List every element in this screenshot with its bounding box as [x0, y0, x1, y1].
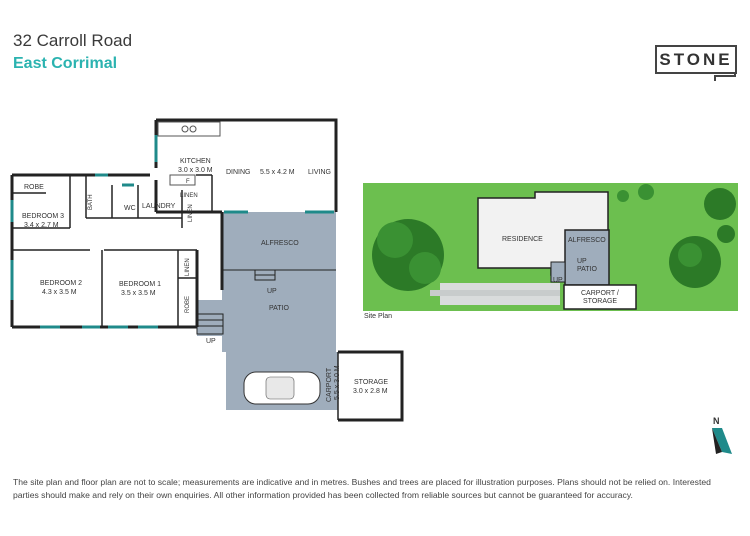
- kitchen-bench: [157, 121, 221, 186]
- storage-walls: [338, 350, 404, 422]
- disclaimer-text: The site plan and floor plan are not to …: [13, 477, 711, 500]
- fridge-label: F: [186, 179, 190, 185]
- bedroom1-label: BEDROOM 1: [119, 281, 161, 288]
- carport-label: CARPORT: [326, 367, 333, 402]
- property-suburb: East Corrimal: [13, 55, 118, 72]
- carport-dimensions: 5.5 x 3.0 M: [334, 365, 341, 400]
- property-address: 32 Carroll Road: [13, 31, 133, 50]
- kitchen-dimensions: 3.0 x 3.0 M: [178, 167, 213, 174]
- inner-walls: [12, 174, 213, 327]
- laundry-label: LAUNDRY: [142, 203, 176, 210]
- car-icon: [243, 371, 321, 405]
- wc-label: WC: [124, 205, 136, 212]
- dining-label: DINING: [226, 169, 251, 176]
- robe-label-2: ROBE: [185, 296, 191, 313]
- logo-tail-icon: [714, 72, 736, 81]
- brand-logo: STONE: [655, 45, 737, 74]
- bedroom2-label: BEDROOM 2: [40, 280, 82, 287]
- windows: [10, 135, 334, 329]
- patio-label: PATIO: [269, 305, 290, 312]
- storage-label: STORAGE: [354, 379, 388, 386]
- bedroom3-dimensions: 3.4 x 2.7 M: [24, 222, 59, 229]
- linen-label-3: LINEN: [185, 258, 191, 276]
- bedroom3-label: BEDROOM 3: [22, 213, 64, 220]
- bedroom2-dimensions: 4.3 x 3.5 M: [42, 289, 77, 296]
- up-label: UP: [267, 288, 277, 295]
- linen-label: LINEN: [180, 193, 198, 199]
- dining-dimensions: 5.5 x 4.2 M: [260, 169, 295, 176]
- kitchen-label: KITCHEN: [180, 158, 211, 165]
- bedroom1-dimensions: 3.5 x 3.5 M: [121, 290, 156, 297]
- storage-dimensions: 3.0 x 2.8 M: [353, 388, 388, 395]
- outdoor-outlines: [196, 269, 336, 335]
- alfresco-label: ALFRESCO: [261, 240, 299, 247]
- robe-label: ROBE: [24, 184, 44, 191]
- linen-label-2: LINEN: [188, 204, 194, 222]
- up-label-2: UP: [206, 338, 216, 345]
- bath-label: BATH: [88, 194, 94, 210]
- living-label: LIVING: [308, 169, 331, 176]
